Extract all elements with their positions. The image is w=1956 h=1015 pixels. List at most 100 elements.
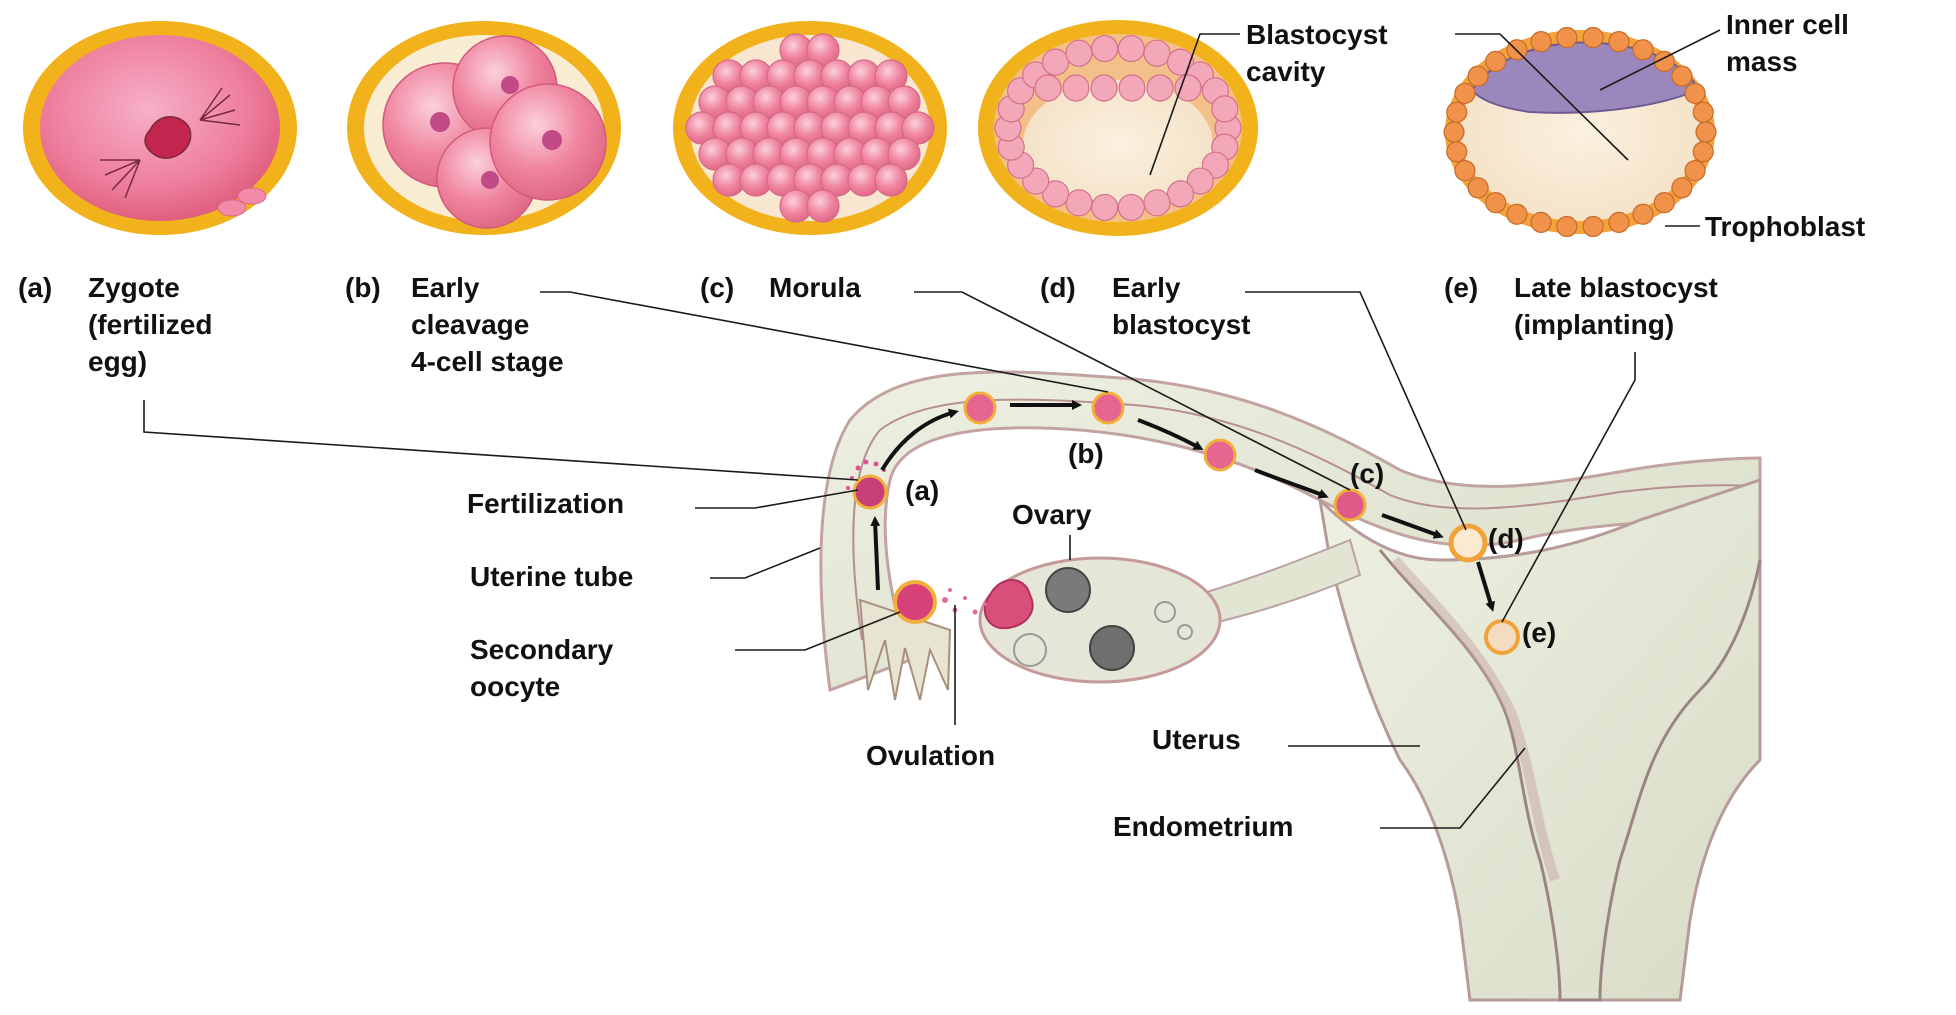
stage-a-label: (a) Zygote (fertilized egg) <box>18 272 212 377</box>
blastocyst-cell <box>1212 96 1238 122</box>
blastocyst-cell <box>1092 194 1118 220</box>
ovary-follicle-1 <box>1046 568 1090 612</box>
marker-b: (b) <box>1068 438 1104 469</box>
svg-text:(d): (d) <box>1040 272 1076 303</box>
blastocyst-cell <box>1066 190 1092 216</box>
ovulation-label: Ovulation <box>866 740 995 771</box>
morula-cell <box>807 190 839 222</box>
uterus-label: Uterus <box>1152 724 1241 755</box>
svg-text:4-cell stage: 4-cell stage <box>411 346 564 377</box>
trophoblast-cell <box>1672 66 1692 86</box>
svg-text:Early: Early <box>411 272 480 303</box>
ovary-follicle-2 <box>1090 626 1134 670</box>
svg-text:(e): (e) <box>1444 272 1478 303</box>
svg-text:Early: Early <box>1112 272 1181 303</box>
inner-cell-mass-label: Inner cell <box>1726 9 1849 40</box>
trophoblast-cell <box>1468 66 1488 86</box>
svg-text:Morula: Morula <box>769 272 861 303</box>
marker-e: (e) <box>1522 617 1556 648</box>
morula-cell <box>875 164 907 196</box>
trophoblast-label: Trophoblast <box>1705 211 1865 242</box>
ovary-label: Ovary <box>1012 499 1092 530</box>
four-cell-illustration <box>347 21 621 235</box>
stage-e-label: (e) Late blastocyst (implanting) <box>1444 272 1718 340</box>
fertilization-zygote <box>854 476 886 508</box>
late-blastocyst-illustration <box>1444 28 1716 237</box>
svg-text:(b): (b) <box>345 272 381 303</box>
trophoblast-cell <box>1693 102 1713 122</box>
secondary-oocyte-cell <box>895 582 935 622</box>
blastocyst-cell <box>1144 190 1170 216</box>
marker-c: (c) <box>1350 458 1384 489</box>
tube-embryo-b3 <box>1205 440 1235 470</box>
tube-embryo-b1 <box>965 393 995 423</box>
trophoblast-cell <box>1685 83 1705 103</box>
trophoblast-cell <box>1583 28 1603 48</box>
trophoblast-cell <box>1557 216 1577 236</box>
trophoblast-cell <box>1486 51 1506 71</box>
trophoblast-cell <box>1672 178 1692 198</box>
stage-b-label: (b) Early cleavage 4-cell stage <box>345 272 564 377</box>
tube-embryo-d <box>1451 526 1485 560</box>
trophoblast-cell <box>1455 161 1475 181</box>
svg-text:Zygote: Zygote <box>88 272 180 303</box>
endometrium-label: Endometrium <box>1113 811 1293 842</box>
svg-text:oocyte: oocyte <box>470 671 560 702</box>
blastocyst-cell <box>1167 181 1193 207</box>
trophoblast-cell <box>1468 178 1488 198</box>
morula-cells <box>686 34 934 222</box>
svg-text:(a): (a) <box>18 272 52 303</box>
svg-text:blastocyst: blastocyst <box>1112 309 1251 340</box>
trophoblast-cell <box>1583 216 1603 236</box>
trophoblast-cell <box>1696 122 1716 142</box>
blastocyst-cell <box>1063 75 1089 101</box>
early-blastocyst-illustration <box>978 20 1258 236</box>
svg-text:cleavage: cleavage <box>411 309 529 340</box>
secondary-oocyte-label: Secondary <box>470 634 614 665</box>
trophoblast-cell <box>1507 204 1527 224</box>
blastocyst-cell <box>1144 40 1170 66</box>
svg-text:mass: mass <box>1726 46 1798 77</box>
svg-text:(implanting): (implanting) <box>1514 309 1674 340</box>
trophoblast-cell <box>1685 161 1705 181</box>
svg-text:(c): (c) <box>700 272 734 303</box>
stage-labels: (a) Zygote (fertilized egg) (b) Early cl… <box>18 272 1718 377</box>
trophoblast-cell <box>1654 193 1674 213</box>
stage-d-label: (d) Early blastocyst <box>1040 272 1251 340</box>
trophoblast-cell <box>1531 212 1551 232</box>
trophoblast-cell <box>1447 142 1467 162</box>
blastocyst-cell <box>1118 194 1144 220</box>
svg-text:(fertilized: (fertilized <box>88 309 212 340</box>
svg-text:Late blastocyst: Late blastocyst <box>1514 272 1718 303</box>
trophoblast-cell <box>1609 32 1629 52</box>
morula-illustration <box>673 21 947 235</box>
blastocyst-cell <box>1066 40 1092 66</box>
blastocyst-cell <box>1043 49 1069 75</box>
trophoblast-cell <box>1486 193 1506 213</box>
fertilization-label: Fertilization <box>467 488 624 519</box>
trophoblast-cell <box>1609 212 1629 232</box>
blastocyst-cavity-label: Blastocyst <box>1246 19 1388 50</box>
trophoblast-cell <box>1447 102 1467 122</box>
ruptured-follicle <box>985 580 1033 628</box>
blastocyst-cell <box>1118 36 1144 62</box>
blastocyst-cell <box>1092 36 1118 62</box>
trophoblast-cell <box>1633 40 1653 60</box>
trophoblast-cell <box>1531 32 1551 52</box>
trophoblast-cell <box>1444 122 1464 142</box>
tube-embryo-e <box>1486 621 1518 653</box>
stage-c-label: (c) Morula <box>700 272 861 303</box>
blastocyst-cell <box>1091 75 1117 101</box>
trophoblast-cell <box>1693 142 1713 162</box>
tube-embryo-b2 <box>1093 393 1123 423</box>
trophoblast-cell <box>1557 28 1577 48</box>
anatomy-illustration <box>821 372 1760 1000</box>
marker-a: (a) <box>905 475 939 506</box>
blastocyst-cell <box>1147 75 1173 101</box>
tube-embryo-c <box>1335 490 1365 520</box>
blastocyst-cell <box>1175 75 1201 101</box>
blastocyst-cell <box>1035 75 1061 101</box>
trophoblast-cell <box>1633 204 1653 224</box>
zygote-illustration <box>23 21 297 235</box>
